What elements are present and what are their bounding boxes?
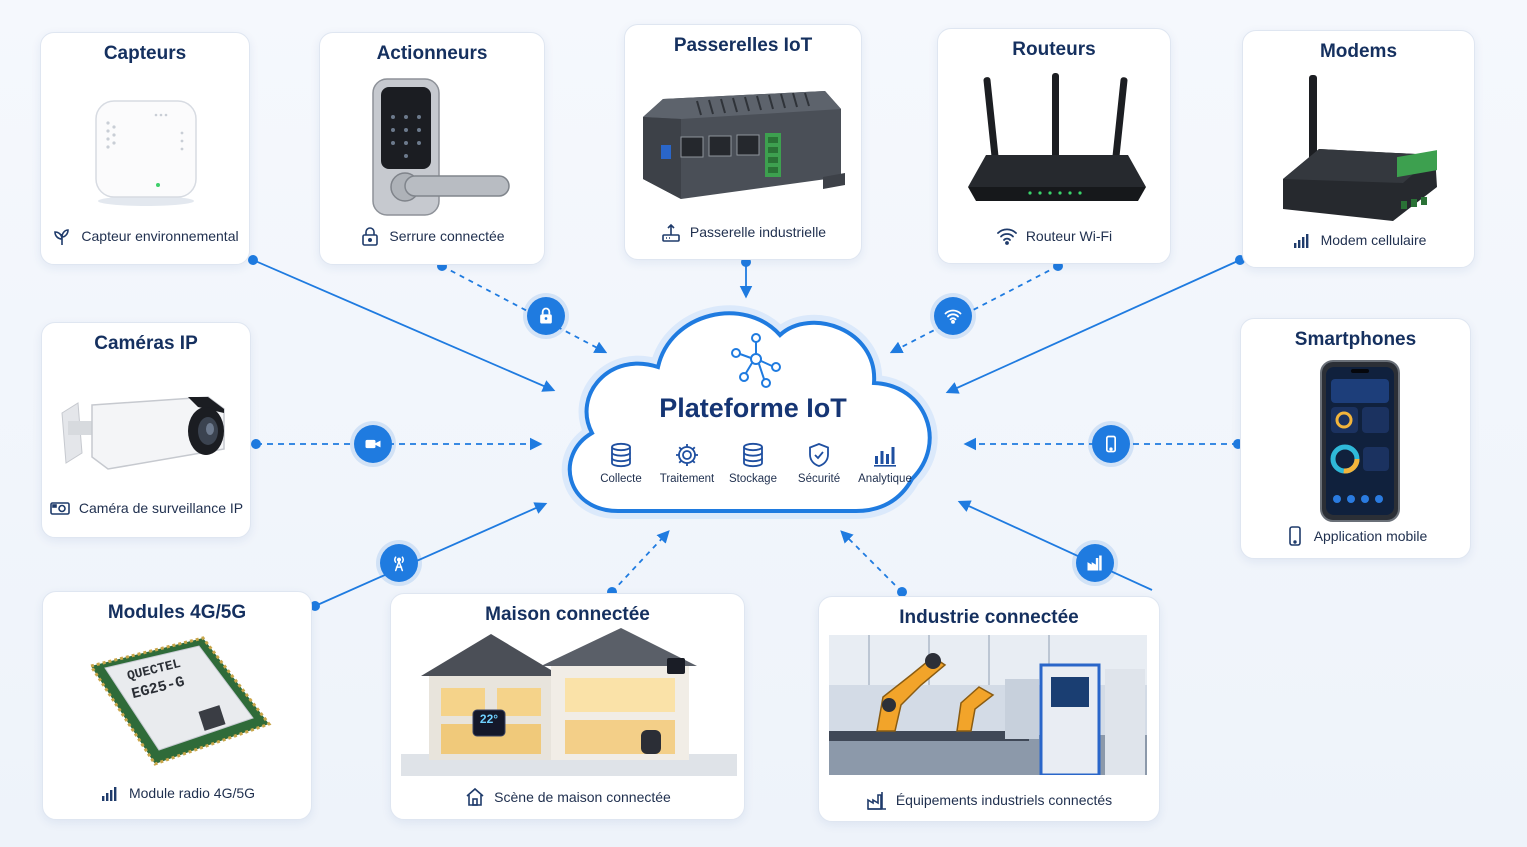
signal-bars-icon [99,782,121,804]
card-caption: Application mobile [1313,528,1428,544]
card-cameras: Caméras IP Caméra de surveillance IP [41,322,251,538]
connector-modules [314,502,548,607]
lock-badge-icon [527,297,565,335]
card-caption: Scène de maison connectée [494,789,671,805]
cloud-shape [561,305,938,519]
feature-collecte: Collecte [588,441,654,485]
wifi-router-illustration [958,69,1154,219]
smartphone-illustration [1319,359,1401,523]
connector-modems [945,259,1241,394]
card-title: Smartphones [1294,329,1417,350]
connector-industrie [840,530,903,593]
connector-actionneurs [441,265,608,354]
card-caption: Module radio 4G/5G [128,785,256,801]
card-caption: Capteur environnemental [81,228,239,244]
gear-icon [673,441,701,469]
house-icon [464,786,486,808]
connector-capteurs [252,259,556,392]
card-capteurs: Capteurs Capteur environnemental [40,32,250,265]
card-title: Actionneurs [376,43,488,64]
factory-icon [866,789,888,811]
card-passerelles: Passerelles IoT Passerelle industrielle [624,24,862,260]
database-icon [739,441,767,469]
feature-analytique: Analytique [852,441,918,485]
leaf-icon [51,225,73,247]
connector-industrie-side [957,500,1153,591]
card-modules: Modules 4G/5G QUECTEL EG25-G Module radi… [42,591,312,820]
card-modems: Modems Modem cellulaire [1242,30,1475,268]
connector-routeurs [889,265,1059,354]
gateway-icon [660,221,682,243]
card-title: Industrie connectée [899,607,1079,628]
card-caption: Modem cellulaire [1320,232,1427,248]
connector-maison [611,530,670,593]
lock-icon [359,225,381,247]
antenna-badge-icon [380,544,418,582]
database-icon [607,441,635,469]
feature-traitement: Traitement [654,441,720,485]
card-actionneurs: Actionneurs Serrure connectée [319,32,545,265]
phone-icon [1284,525,1306,547]
video-badge-icon [354,425,392,463]
factory-badge-icon [1076,544,1114,582]
card-title: Caméras IP [94,333,198,354]
feature-stockage: Stockage [720,441,786,485]
camera-icon [49,497,71,519]
card-caption: Serrure connectée [389,228,505,244]
smart-lock-illustration [365,77,515,222]
card-caption: Routeur Wi-Fi [1025,228,1113,244]
wifi-icon [996,225,1018,247]
card-title: Modems [1319,41,1398,62]
cellular-modem-illustration [1273,71,1449,223]
thermostat-display: 22° [479,712,499,726]
card-smartphones: Smartphones Application mobile [1240,318,1471,559]
card-maison: Maison connectée 22° Scène de maison con… [390,593,745,820]
connected-factory-illustration [829,635,1147,775]
environmental-sensor-illustration [86,93,206,208]
card-title: Maison connectée [485,604,650,625]
shield-check-icon [805,441,833,469]
network-nodes-icon [728,333,784,389]
phone-badge-icon [1092,425,1130,463]
ip-camera-illustration [58,383,236,483]
card-routeurs: Routeurs Routeur Wi-Fi [937,28,1171,264]
platform-features: Collecte Traitement Stockage Sécurité An… [588,441,918,485]
card-title: Modules 4G/5G [107,602,247,623]
signal-bars-icon [1291,229,1313,251]
card-title: Capteurs [103,43,187,64]
industrial-gateway-illustration [637,81,851,211]
card-caption: Caméra de surveillance IP [78,500,244,516]
smart-home-illustration: 22° [401,626,737,776]
card-industrie: Industrie connectée Équipements industri… [818,596,1160,822]
radio-module-illustration: QUECTEL EG25-G [83,632,273,772]
card-title: Routeurs [1012,39,1096,60]
iot-platform-cloud: Plateforme IoT Collecte Traitement Stock… [548,285,958,530]
card-caption: Équipements industriels connectés [895,792,1113,808]
feature-securite: Sécurité [786,441,852,485]
wifi-badge-icon [934,297,972,335]
card-title: Passerelles IoT [673,35,813,56]
card-caption: Passerelle industrielle [689,224,827,240]
bar-chart-icon [871,441,899,469]
platform-title: Plateforme IoT [659,393,847,423]
